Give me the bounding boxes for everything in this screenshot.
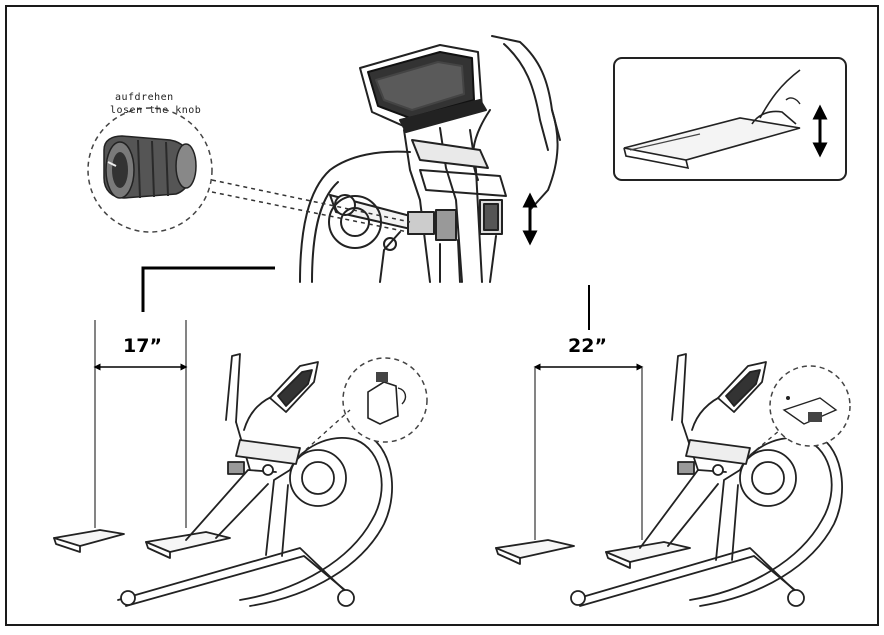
stride-length-17-label: 17” (123, 335, 162, 357)
pedal-inset (613, 57, 847, 181)
section-separator (141, 266, 275, 312)
knob-leader-line (211, 179, 411, 223)
stride-length-22-label: 22” (568, 335, 607, 357)
page-border (5, 5, 879, 626)
top-machine-illustration (299, 35, 561, 283)
dimension-17 (93, 320, 188, 528)
knob-detail-22 (749, 365, 851, 456)
knob-detail-callout (87, 107, 213, 233)
knob-icon (103, 135, 197, 199)
machine-illustration-17 (53, 353, 393, 607)
machine-illustration-22 (495, 353, 843, 607)
knob-callout-line1: aufdrehen (115, 92, 174, 103)
knob-callout-line2: losen the knob (110, 105, 201, 116)
knob-detail-17 (299, 357, 428, 456)
dimension-22 (533, 363, 644, 540)
